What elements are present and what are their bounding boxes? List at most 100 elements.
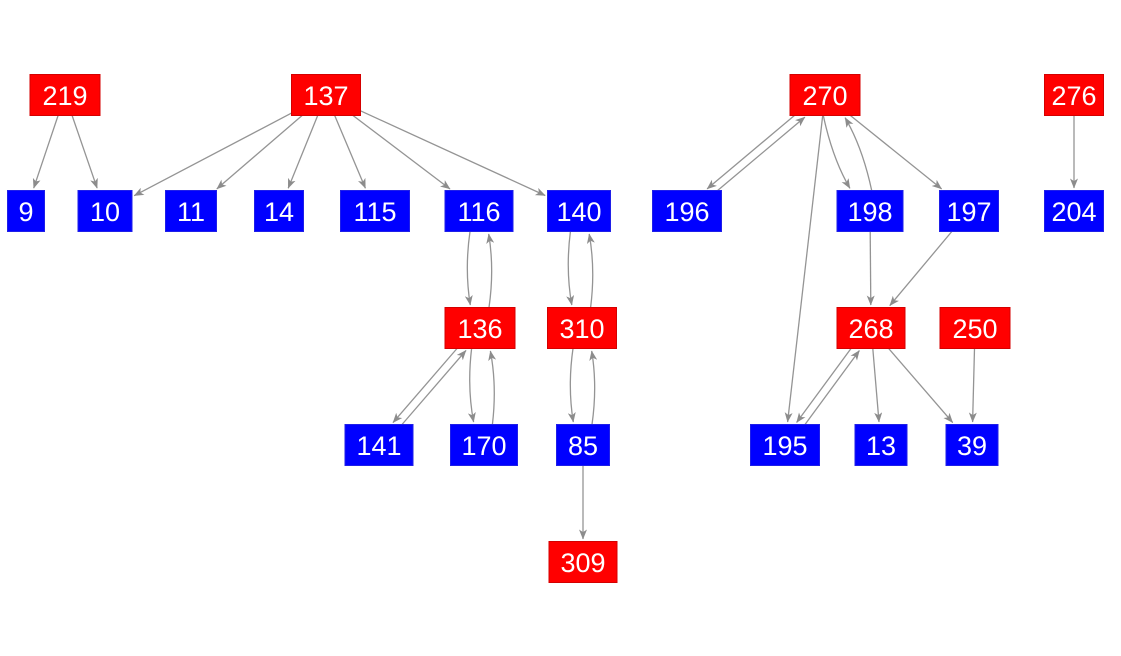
edge-195-268 [804,350,860,425]
edges-layer [32,110,1078,540]
graph-node-116: 116 [444,190,514,232]
node-box [254,190,304,232]
edge-137-14 [287,115,319,189]
node-box [1044,74,1104,116]
node-label: 85 [568,431,598,461]
node-label: 197 [946,197,991,227]
node-box [836,307,906,349]
node-box [1044,190,1104,232]
edge-197-268 [889,231,953,307]
edge-219-10 [71,115,98,189]
node-box [939,307,1011,349]
graph-node-268: 268 [836,307,906,349]
edge-198-270 [844,117,873,191]
edge-136-170 [467,348,476,423]
graph-node-198: 198 [836,190,904,232]
edge-270-196 [706,115,795,190]
edge-137-140 [360,110,546,197]
graph-node-137: 137 [291,74,361,116]
node-label: 115 [353,197,396,227]
node-box [854,424,908,466]
node-label: 310 [559,314,604,344]
graph-node-141: 141 [344,424,414,466]
node-label: 219 [42,81,87,111]
graph-node-195: 195 [750,424,820,466]
node-label: 137 [303,81,348,111]
graph-node-276: 276 [1044,74,1104,116]
graph-node-170: 170 [450,424,518,466]
edge-141-136 [401,349,467,425]
graph-node-197: 197 [939,190,999,232]
node-box [789,74,861,116]
node-box [444,190,514,232]
edge-140-310 [566,231,575,306]
edge-137-11 [216,115,303,190]
node-label: 198 [847,197,892,227]
graph-node-309: 309 [548,541,618,583]
graph-node-270: 270 [789,74,861,116]
node-label: 11 [177,197,205,227]
node-box [939,190,999,232]
edge-250-39 [968,348,977,423]
graph-node-13: 13 [854,424,908,466]
graph-node-196: 196 [652,190,722,232]
node-box [945,424,999,466]
node-label: 14 [264,197,294,227]
node-label: 116 [457,197,500,227]
node-box [340,190,410,232]
node-box [556,424,610,466]
node-box [444,307,516,349]
graph-node-140: 140 [547,190,611,232]
node-label: 309 [560,548,605,578]
edge-170-136 [488,350,497,425]
edge-198-268 [866,231,875,306]
graph-node-136: 136 [444,307,516,349]
edge-270-195 [784,115,824,423]
edge-310-140 [586,233,595,308]
node-box [652,190,722,232]
graph-node-14: 14 [254,190,304,232]
node-label: 39 [957,431,987,461]
node-box [547,307,617,349]
node-label: 141 [356,431,401,461]
graph-node-204: 204 [1044,190,1104,232]
edge-137-10 [133,112,292,197]
node-label: 9 [18,197,33,227]
graph-node-250: 250 [939,307,1011,349]
node-label: 136 [457,314,502,344]
edge-196-270 [717,116,806,191]
node-label: 13 [866,431,896,461]
node-box [344,424,414,466]
edge-268-195 [796,348,852,423]
edge-137-115 [334,115,366,189]
node-box [548,541,618,583]
edge-136-141 [392,348,458,424]
graph-node-219: 219 [29,74,101,116]
edge-268-39 [888,348,954,424]
node-label: 268 [848,314,893,344]
node-box [547,190,611,232]
node-box [77,190,133,232]
edge-219-9 [32,115,59,189]
node-label: 276 [1051,81,1096,111]
edge-270-198 [822,115,851,189]
graph-node-10: 10 [77,190,133,232]
edge-137-116 [352,114,451,190]
graph-node-39: 39 [945,424,999,466]
node-box [291,74,361,116]
edge-116-136 [464,231,473,306]
node-box [750,424,820,466]
node-label: 204 [1051,197,1096,227]
graph-node-85: 85 [556,424,610,466]
node-box [29,74,101,116]
edge-310-85 [567,348,576,423]
nodes-layer: 219 137 270 276 9 10 11 14 115 116 140 196 198 197 204… [7,74,1104,583]
edge-136-116 [486,233,495,308]
node-box [7,190,45,232]
node-box [165,190,217,232]
node-label: 10 [90,197,120,227]
node-label: 170 [461,431,506,461]
node-label: 196 [664,197,709,227]
